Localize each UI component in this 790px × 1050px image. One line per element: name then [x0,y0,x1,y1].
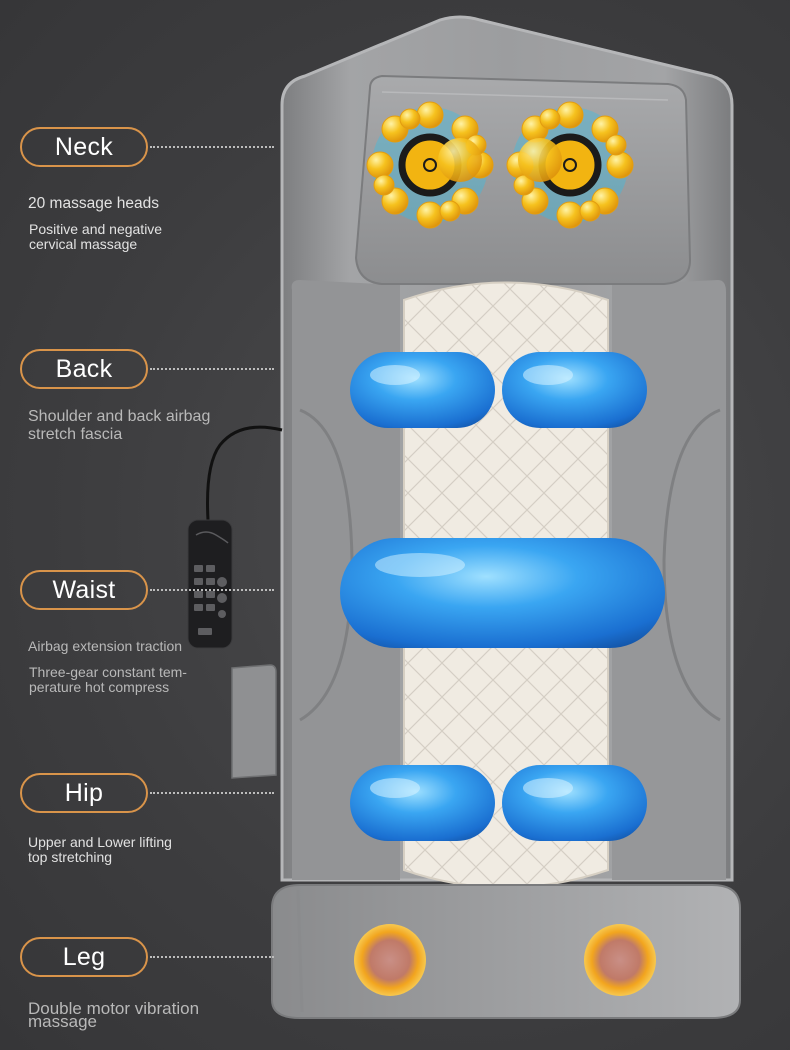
waist-desc-1: Airbag extension traction [28,638,183,654]
neck-desc-2: Positive and negative [29,221,163,237]
hip-desc-2: top stretching [28,849,113,865]
waist-leader-line [150,589,274,591]
neck-leader-line [150,146,274,148]
hip-desc-1: Upper and Lower lifting [28,834,172,850]
leg-label: Leg [20,937,148,977]
neck-desc-1: 20 massage heads [28,195,159,212]
airbag-icon [340,352,665,841]
neck-roller-icon [366,101,634,229]
vibration-motor-icon [354,924,656,996]
leg-leader-line [150,956,274,958]
leg-desc-1: Double motor vibration [28,999,200,1018]
waist-label: Waist [20,570,148,610]
back-leader-line [150,368,274,370]
remote-control-icon [187,519,233,649]
hip-leader-line [150,792,274,794]
back-desc-2: stretch fascia [28,426,123,443]
back-label: Back [20,349,148,389]
waist-desc-2: Three-gear constant tem- [29,664,187,680]
neck-label: Neck [20,127,148,167]
waist-desc-3: perature hot compress [29,679,170,695]
hip-label: Hip [20,773,148,813]
leg-desc-2: massage [28,1012,97,1031]
back-desc-1: Shoulder and back airbag [28,408,211,425]
neck-desc-3: cervical massage [29,236,138,252]
